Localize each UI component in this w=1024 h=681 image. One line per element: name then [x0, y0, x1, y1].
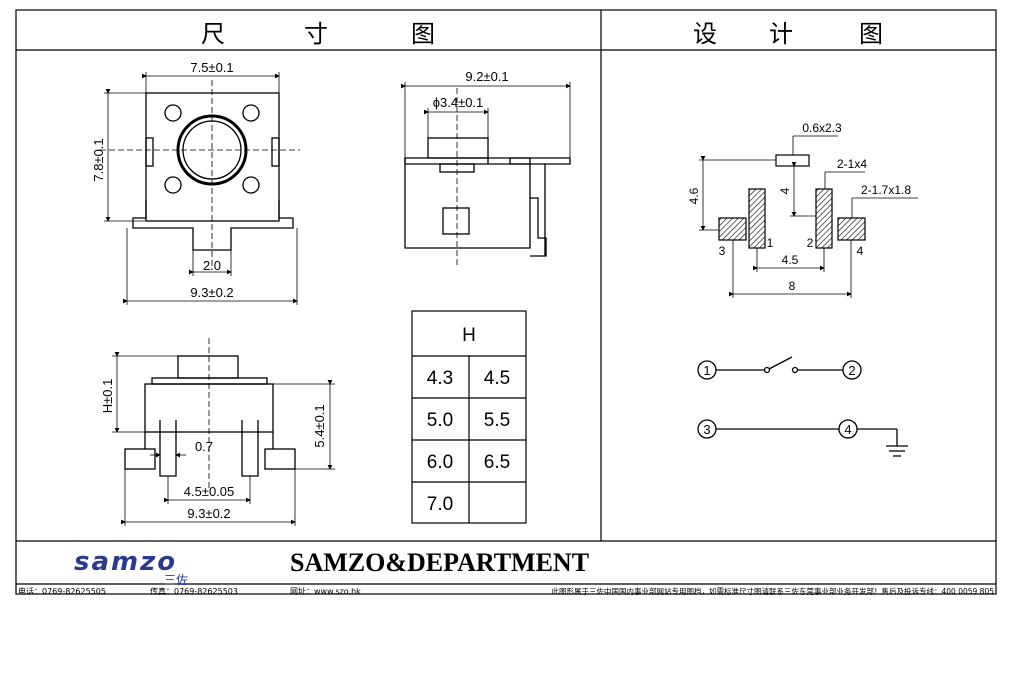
dim-front-width: 9.3±0.2	[187, 506, 230, 521]
logo-wordmark: samzo	[74, 547, 177, 577]
footer-phone: 电话：0769-82625505	[18, 587, 106, 596]
dim-front-pin-pitch: 4.5±0.05	[184, 484, 235, 499]
footer-fax: 传真：0769-82625503	[150, 587, 238, 596]
pcb-pin-3: 3	[719, 244, 726, 258]
dim-front-body-height: 5.4±0.1	[312, 404, 327, 447]
dim-side-diameter: ϕ3.4±0.1	[433, 95, 484, 110]
header-char: 图	[859, 19, 883, 48]
dim-front-pin-width: 0.7	[195, 439, 213, 454]
h-table-header: H	[462, 325, 476, 346]
top-view-drawing	[100, 80, 300, 270]
pcb-pin-1: 1	[767, 236, 774, 250]
pcb-pad-mid-label: 2-1x4	[837, 157, 867, 171]
top-view-dimensions	[104, 72, 298, 305]
header-char: 设	[693, 19, 717, 48]
footer-website: 网址：www.szo.hk	[290, 587, 361, 596]
h-table-cell: 6.5	[484, 452, 510, 473]
dim-front-height: H±0.1	[100, 379, 115, 414]
dim-side-width: 9.2±0.1	[465, 69, 508, 84]
design-drawing-header: 设 计 图	[601, 14, 996, 48]
h-table-grid	[411, 310, 527, 524]
side-view-dimensions	[401, 82, 571, 158]
pcb-layout-drawing	[718, 154, 866, 249]
dimension-drawing-header: 尺 寸 图	[16, 14, 601, 48]
pcb-offset-4: 4	[778, 187, 792, 194]
side-view-drawing	[404, 88, 571, 268]
footer-notice: 此图形属于三佐中国国内事业部网站专用图档，如需标准尺寸图请联系三佐东莞事业部业务…	[551, 587, 994, 596]
dim-top-width: 7.5±0.1	[190, 60, 233, 75]
h-table-cell: 6.0	[427, 452, 453, 473]
dim-top-bottom-width: 9.3±0.2	[190, 285, 233, 300]
h-table-cell: 5.5	[484, 410, 510, 431]
circuit-node-2: 2	[848, 363, 855, 378]
h-table-cell: 4.5	[484, 368, 510, 389]
header-char: 尺	[201, 19, 225, 48]
header-char: 计	[769, 19, 793, 48]
pcb-pin-2: 2	[807, 236, 814, 250]
h-table-cell: 7.0	[427, 494, 453, 515]
circuit-diagram	[697, 356, 908, 457]
pcb-span-label: 8	[789, 279, 796, 293]
circuit-node-4: 4	[844, 422, 851, 437]
dim-pin-gap: 2.0	[203, 258, 221, 273]
samzo-logo: samzo 三佐	[74, 547, 204, 587]
pcb-slot-label: 0.6x2.3	[802, 121, 842, 135]
pcb-pitch-label: 4.5	[782, 253, 799, 267]
h-table-cell: 5.0	[427, 410, 453, 431]
circuit-node-1: 1	[703, 363, 710, 378]
front-view-dimensions	[112, 352, 335, 526]
pcb-layout-dimensions	[699, 135, 918, 298]
dim-top-height: 7.8±0.1	[91, 138, 106, 181]
company-name: SAMZO&DEPARTMENT	[290, 548, 590, 577]
pcb-pin-4: 4	[857, 244, 864, 258]
logo-cn: 三佐	[164, 573, 188, 587]
header-char: 图	[411, 19, 435, 48]
front-view-drawing	[124, 338, 296, 490]
h-table-cell: 4.3	[427, 368, 453, 389]
pcb-pad-side-label: 2-1.7x1.8	[861, 183, 911, 197]
frame	[15, 9, 997, 595]
circuit-node-3: 3	[703, 422, 710, 437]
header-char: 寸	[304, 19, 328, 48]
pcb-offset-4-6: 4.6	[687, 187, 701, 204]
